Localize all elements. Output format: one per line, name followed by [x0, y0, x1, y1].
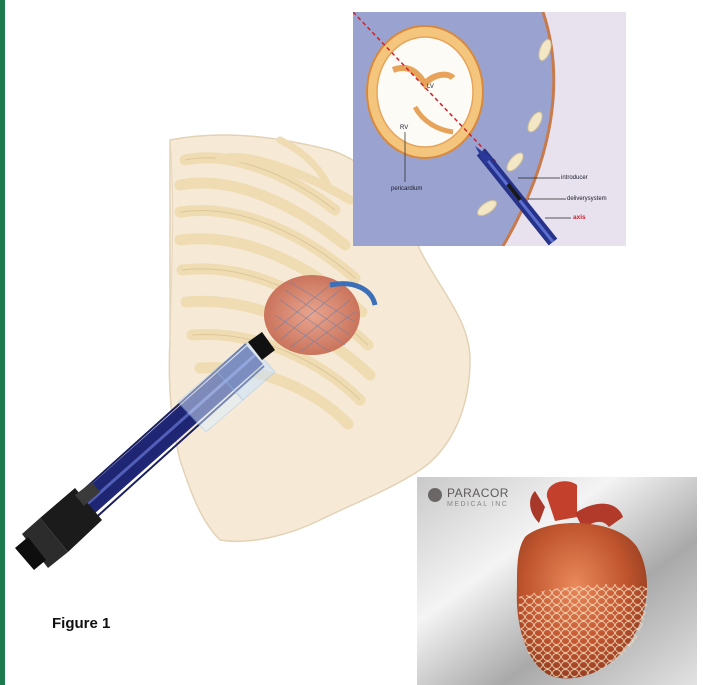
heart-cross-section-inset: LV RV pericardium introducer deliverysys… [353, 12, 626, 246]
brand-name: PARACOR [447, 486, 509, 500]
paracor-logo-icon [428, 488, 442, 502]
label-lv: LV [427, 84, 434, 90]
label-rv: RV [400, 125, 408, 131]
heart-photo [417, 477, 697, 685]
label-pericardium: pericardium [391, 186, 422, 192]
label-introducer: introducer [561, 175, 588, 181]
brand-subtitle: MEDICAL INC [447, 501, 508, 508]
label-delivery-system: deliverysystem [567, 196, 607, 202]
heart-photo-panel: PARACOR MEDICAL INC [417, 477, 697, 685]
figure-caption: Figure 1 [52, 615, 110, 632]
cross-section-drawing [353, 12, 626, 246]
label-axis: axis [573, 215, 586, 222]
